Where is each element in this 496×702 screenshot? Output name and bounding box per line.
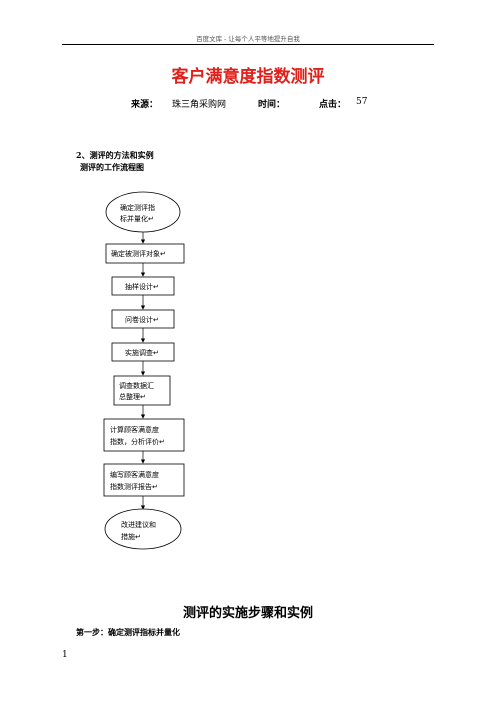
flow-node-8 <box>103 463 185 497</box>
flow-node-8-line2: 指数测评报告↵ <box>110 482 158 491</box>
header-rule <box>62 44 434 45</box>
page-header-text: 百度文库 - 让每个人平等地提升自我 <box>196 35 300 43</box>
source-value: 珠三角采购网 <box>172 100 227 110</box>
flow-node-6-line1: 调查数据汇 <box>119 381 154 390</box>
flow-node-1 <box>105 191 181 233</box>
steps-section-title: 测评的实施步骤和实例 <box>182 606 313 621</box>
flow-node-9 <box>104 508 182 550</box>
flow-node-7 <box>103 418 185 452</box>
flow-node-5-label: 实施调查↵ <box>125 348 159 357</box>
flow-node-6-line2: 总整理↵ <box>119 392 146 401</box>
flow-node-9-line2: 措施↵ <box>121 532 141 541</box>
flow-node-2 <box>105 243 185 264</box>
step-one-heading: 第一步：确定测评指标并量化 <box>76 627 180 637</box>
flow-node-8-line1: 编写顾客满意度 <box>110 470 159 479</box>
flow-node-7-line2: 指数，分析评价↵ <box>110 437 165 446</box>
flow-node-1-line1: 确定测评指 <box>120 203 155 212</box>
source-label: 来源： <box>131 100 159 110</box>
flow-node-7-line1: 计算顾客满意度 <box>110 425 159 434</box>
flow-node-1-line2: 标并量化↵ <box>120 214 154 223</box>
flow-node-9-line1: 改进建议和 <box>121 520 156 529</box>
flow-node-2-label: 确定被测评对象↵ <box>111 249 166 258</box>
time-label: 时间： <box>258 100 286 110</box>
page-number: 1 <box>62 650 68 660</box>
clicks-value: 57 <box>356 97 368 107</box>
section-subheading: 测评的工作流程图 <box>80 162 144 172</box>
flow-node-3-label: 抽样设计↵ <box>125 282 159 291</box>
document-title: 客户满意度指数测评 <box>171 67 325 87</box>
flow-node-6 <box>113 375 171 406</box>
clicks-label: 点击： <box>319 100 347 110</box>
flow-node-4-label: 问卷设计↵ <box>125 315 159 324</box>
meta-row: 来源： 珠三角采购网 时间： 点击： 57 <box>0 97 496 111</box>
section-heading: 2、测评的方法和实例 <box>76 150 154 160</box>
